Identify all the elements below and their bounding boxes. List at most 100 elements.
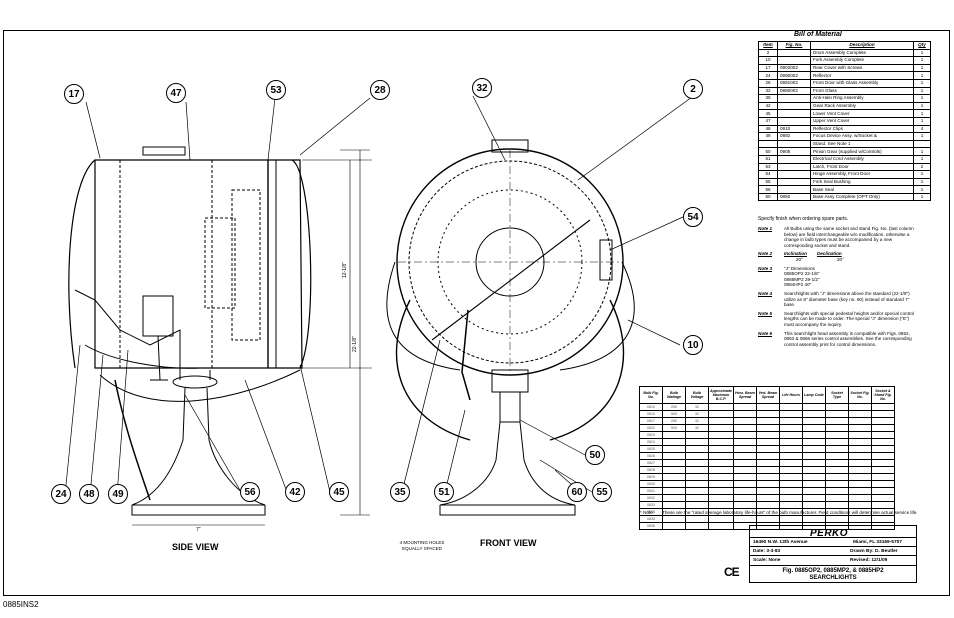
bulb-cell: [755, 452, 780, 460]
callout-42: 42: [285, 482, 305, 502]
bulb-cell: [824, 438, 849, 446]
bulb-cell: [870, 494, 895, 502]
bom-cell: 47: [758, 116, 778, 126]
bulb-header: Life Hours: [778, 386, 803, 404]
bulb-cell: [708, 438, 734, 446]
bulb-row: 0835: [639, 515, 895, 523]
bulb-header: Socket & Stand Fig. No.: [870, 386, 895, 404]
bom-cell: Base Seal: [810, 185, 914, 194]
bulb-cell: [847, 473, 872, 481]
bulb-cell: [685, 515, 709, 523]
bom-cell: 49: [758, 132, 778, 141]
bom-cell: 1: [913, 78, 931, 88]
dimension-12-1-8: 12-1/8": [342, 262, 348, 278]
bulb-cell: [732, 466, 757, 474]
bom-cell: 42: [758, 101, 778, 111]
bom-cell: 1: [913, 170, 931, 179]
bulb-cell: [870, 473, 895, 481]
bom-cell: [758, 139, 778, 149]
bulb-cell: [824, 466, 849, 474]
drawn-by: Drawn By: D. Beutler: [850, 549, 898, 554]
bom-cell: [777, 101, 811, 111]
bulb-cell: [824, 431, 849, 439]
callout-53: 53: [266, 80, 286, 100]
bulb-cell: [662, 515, 686, 523]
bulb-cell: 250: [662, 403, 686, 411]
bulb-cell: [847, 515, 872, 523]
bulb-cell: [824, 424, 849, 432]
bom-cell: [777, 177, 811, 187]
bulb-cell: [801, 480, 826, 488]
bulb-cell: [662, 445, 686, 453]
bulb-cell: [870, 522, 895, 530]
bulb-cell: [662, 459, 686, 467]
bulb-cell: [732, 515, 757, 523]
bulb-cell: [732, 431, 757, 439]
bulb-cell: 500: [662, 424, 686, 432]
bulb-cell: 32: [685, 417, 709, 425]
bulb-cell: [708, 480, 734, 488]
bom-cell: 51: [758, 154, 778, 164]
bulb-cell: [685, 459, 709, 467]
bulb-cell: [755, 473, 780, 481]
bom-cell: 32: [758, 86, 778, 96]
city: Miami, FL 33169-5707: [853, 540, 902, 545]
bulb-cell: [708, 431, 734, 439]
bulb-cell: [847, 466, 872, 474]
bulb-row: 0823: [639, 431, 895, 439]
bulb-cell: [685, 431, 709, 439]
bulb-cell: [708, 459, 734, 467]
bom-cell: 1: [913, 192, 931, 202]
bulb-cell: [847, 480, 872, 488]
bulb-cell: [778, 473, 803, 481]
bulb-cell: [801, 487, 826, 495]
callout-56: 56: [240, 482, 260, 502]
bulb-cell: [732, 445, 757, 453]
bulb-cell: [708, 494, 734, 502]
bom-cell: 1: [913, 109, 931, 118]
bulb-cell: [755, 466, 780, 474]
bom-cell: 60: [758, 192, 778, 202]
bulb-cell: [847, 431, 872, 439]
bom-cell: Focus Device Assy. w/Socket &: [810, 132, 914, 141]
bulb-cell: [801, 515, 826, 523]
bulb-cell: [801, 403, 826, 411]
revised: Revised: 12/1/09: [850, 558, 888, 563]
bulb-cell: [732, 438, 757, 446]
bulb-cell: [847, 459, 872, 467]
bulb-cell: 0823: [639, 431, 663, 439]
bom-row: Stand. See Note 1: [758, 139, 931, 149]
bulb-cell: [685, 445, 709, 453]
bom-cell: Rear Cover with Screws: [810, 63, 914, 73]
bom-cell: 1: [913, 177, 931, 187]
bulb-cell: [847, 417, 872, 425]
bulb-cell: [662, 501, 686, 509]
bulb-cell: [732, 410, 757, 418]
bom-cell: Gear Rack Assembly: [810, 101, 914, 111]
bulb-cell: 32: [685, 403, 709, 411]
bulb-header: Vert. Beam Spread: [755, 386, 780, 404]
bulb-cell: [824, 445, 849, 453]
bulb-cell: [708, 522, 734, 530]
bulb-cell: [778, 417, 803, 425]
bulb-cell: [870, 452, 895, 460]
bulb-cell: 0829: [639, 473, 663, 481]
bulb-cell: [801, 424, 826, 432]
bulb-header: Socket Fig. No.: [847, 386, 872, 404]
callout-45: 45: [329, 482, 349, 502]
note-3: Note 3 "J" Dimensions 0885OP2 22-1/8" 08…: [758, 265, 820, 288]
bulb-cell: [870, 501, 895, 509]
bom-cell: 1: [913, 56, 931, 65]
bulb-cell: [708, 501, 734, 509]
bulb-cell: 0810: [639, 403, 663, 411]
bulb-cell: [685, 501, 709, 509]
bom-cell: Hinge Assembly, Front Door: [810, 170, 914, 179]
bulb-cell: [778, 403, 803, 411]
